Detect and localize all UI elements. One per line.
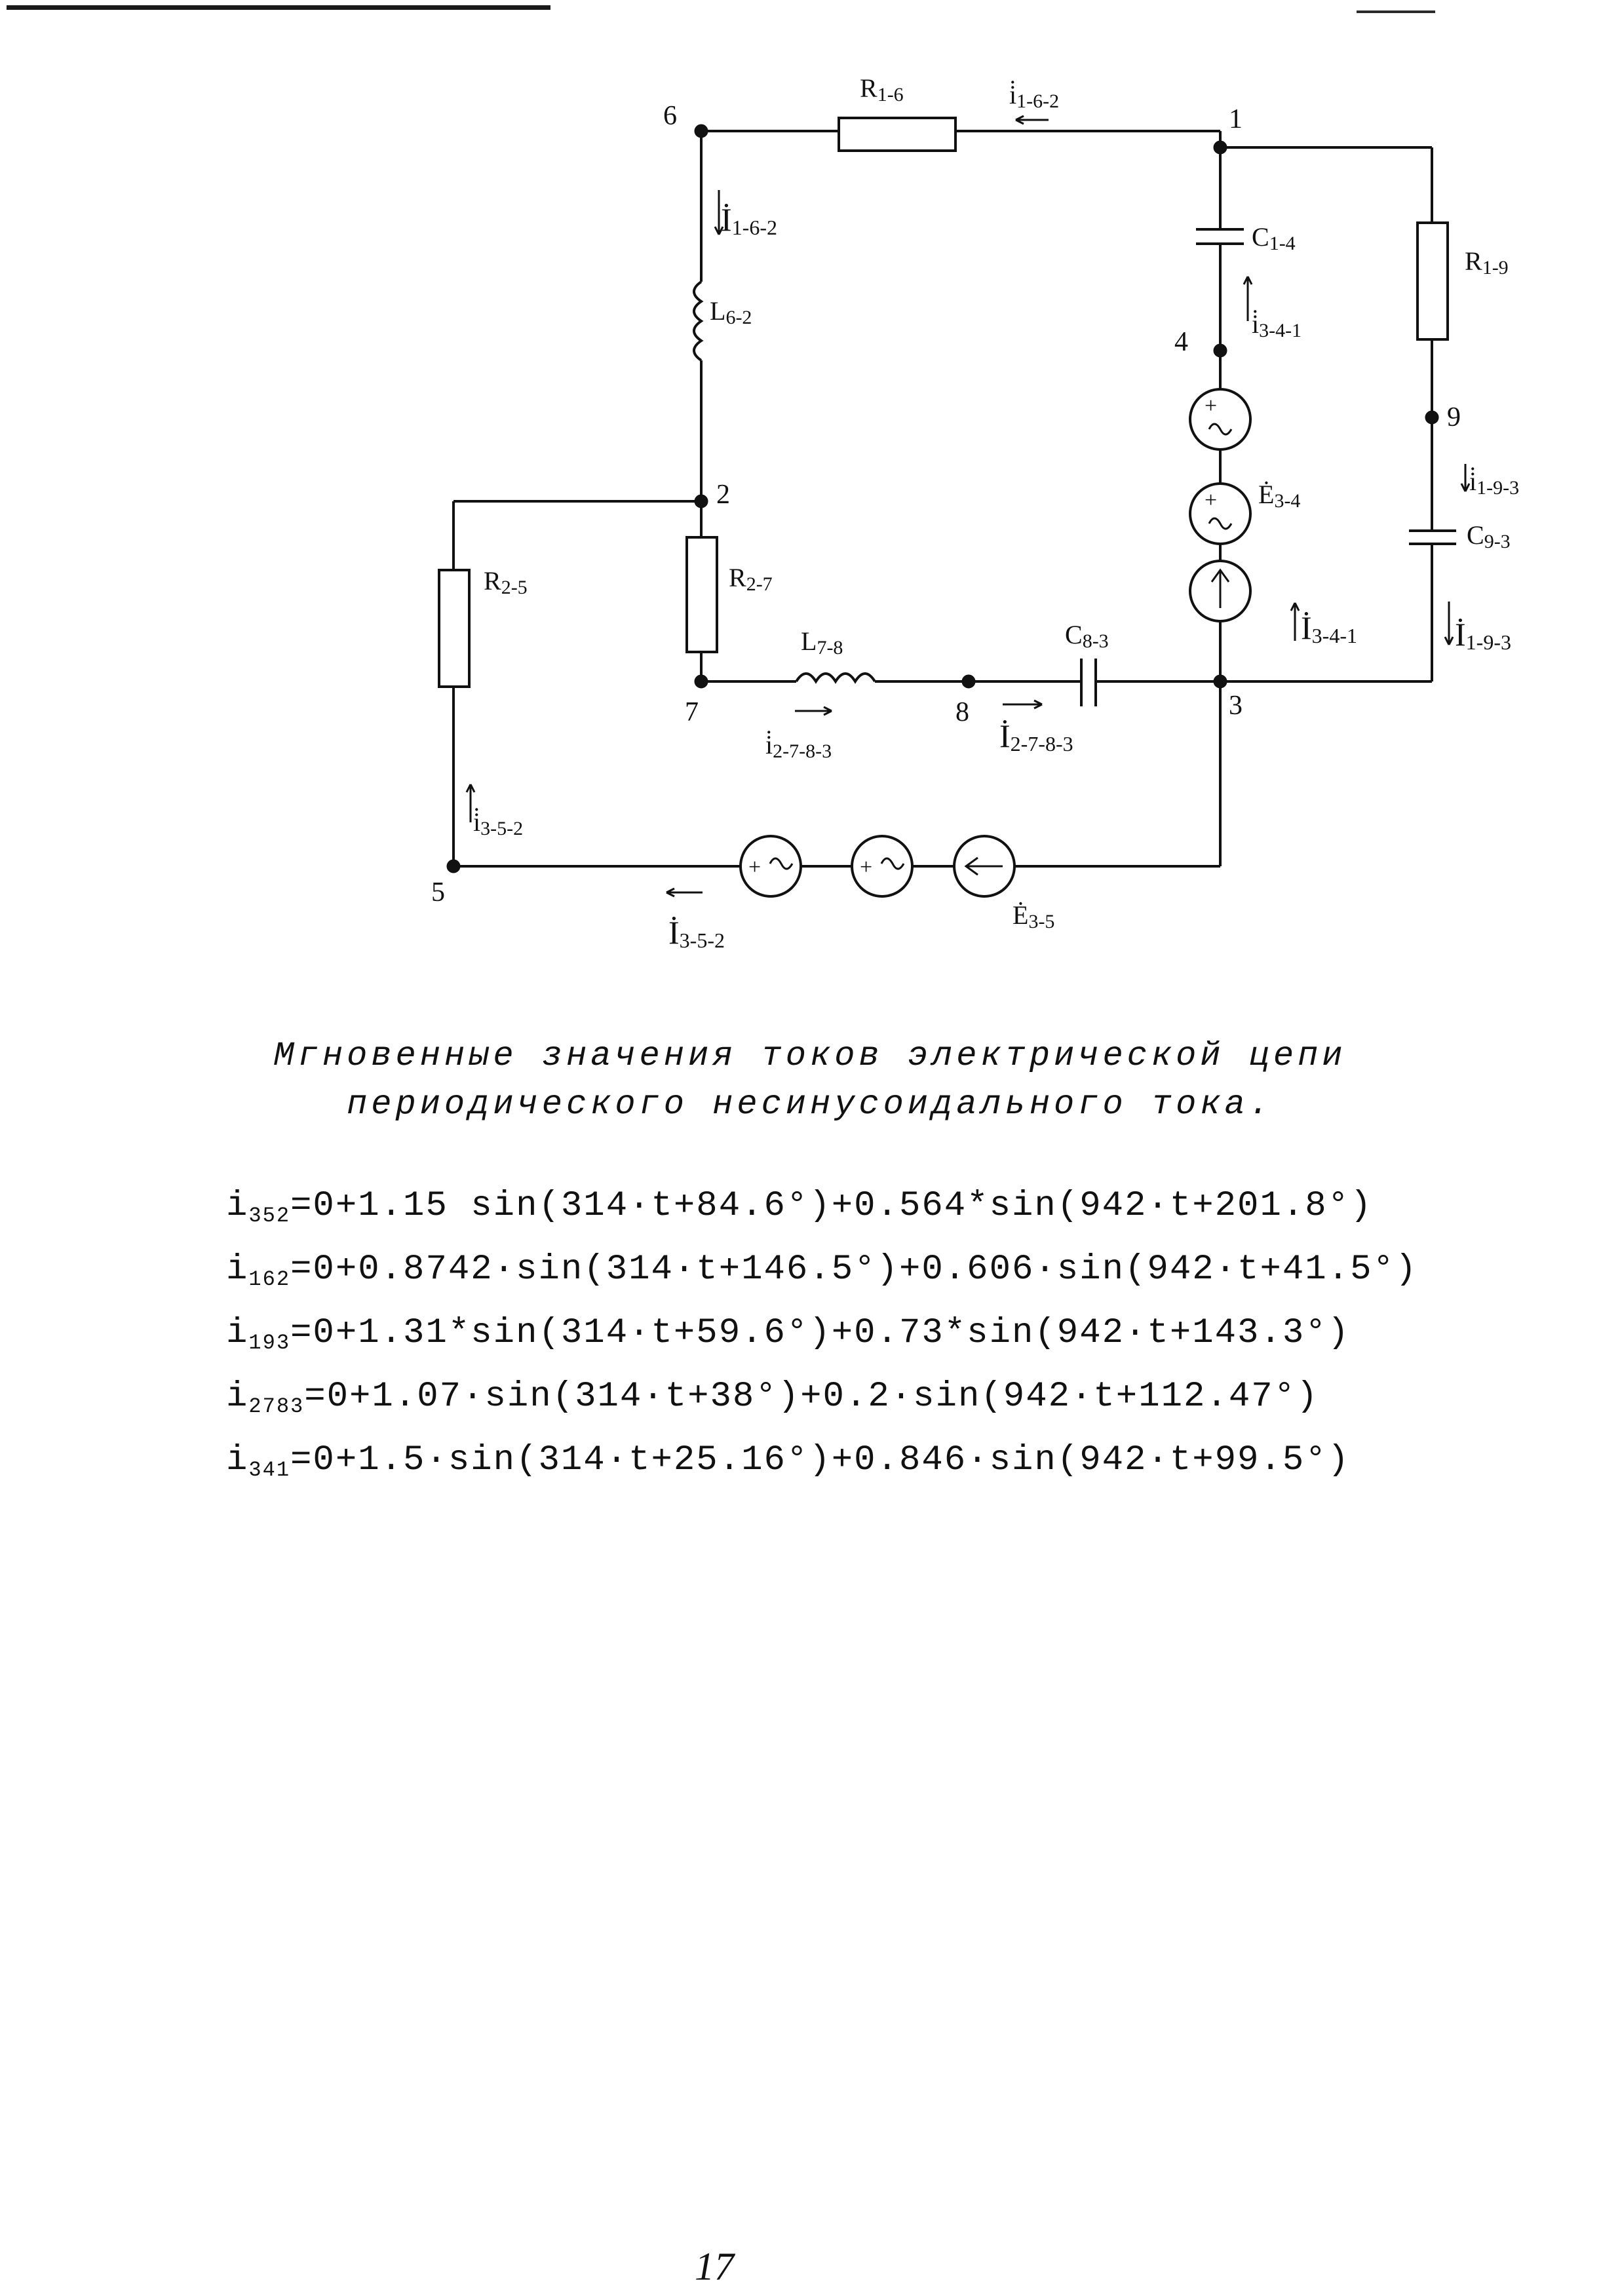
label-I162: İ1-6-2	[721, 201, 777, 239]
node-label-4: 4	[1174, 327, 1188, 357]
formula-i352: i352=0+1.15 sin(314·t+84.6°)+0.564*sin(9…	[226, 1186, 1373, 1228]
arrow-i2783	[795, 706, 832, 716]
label-c83: C8-3	[1065, 620, 1109, 652]
label-I193: İ1-9-3	[1455, 616, 1511, 654]
label-i341: i̇3-4-1	[1252, 309, 1302, 341]
svg-text:+: +	[748, 855, 761, 879]
node-label-5: 5	[431, 877, 445, 908]
label-I2783: İ2-7-8-3	[999, 718, 1073, 756]
node-label-9: 9	[1447, 402, 1461, 432]
resistor-r25	[438, 569, 471, 688]
label-e35: Ė3-5	[1013, 900, 1054, 932]
node-dot-2	[694, 494, 708, 508]
formula-i162: i162=0+0.8742·sin(314·t+146.5°)+0.606·si…	[226, 1250, 1418, 1292]
svg-text:+: +	[860, 855, 872, 879]
page-number: 17	[695, 2245, 734, 2288]
arrow-I162	[714, 190, 724, 235]
node-dot-6	[694, 124, 708, 138]
resistor-r16	[838, 117, 957, 152]
node-dot-9	[1425, 410, 1439, 425]
node-dot-3	[1213, 674, 1227, 689]
label-i193: i̇1-9-3	[1469, 467, 1519, 499]
arrow-i162	[1015, 115, 1049, 125]
resistor-r27	[685, 536, 718, 653]
arrow-i352	[465, 784, 476, 822]
label-c93: C9-3	[1467, 520, 1511, 552]
label-r19: R1-9	[1465, 246, 1509, 278]
arrow-I341	[1290, 602, 1300, 641]
arrow-i193	[1460, 464, 1471, 492]
node-label-7: 7	[685, 697, 699, 727]
arrow-I352	[666, 887, 703, 898]
caption-line-1: Мгновенные значения токов электрической …	[273, 1037, 1347, 1075]
circuit-diagram: + + + + 6 1	[431, 73, 1519, 952]
label-i352: i̇3-5-2	[473, 807, 523, 839]
node-label-2: 2	[716, 480, 730, 510]
label-l62: L6-2	[710, 296, 752, 328]
arrow-I2783	[1003, 699, 1043, 710]
node-label-1: 1	[1229, 104, 1243, 134]
formula-i193: i193=0+1.31*sin(314·t+59.6°)+0.73*sin(94…	[226, 1313, 1351, 1355]
node-label-6: 6	[663, 101, 677, 131]
formula-i2783: i2783=0+1.07·sin(314·t+38°)+0.2·sin(942·…	[226, 1377, 1319, 1419]
node-label-8: 8	[955, 697, 969, 727]
inductor-l62	[693, 280, 704, 362]
node-dot-5	[446, 859, 461, 873]
resistor-r19	[1416, 221, 1449, 341]
label-e34: Ė3-4	[1258, 480, 1300, 512]
svg-text:+: +	[1205, 488, 1217, 512]
svg-text:+: +	[1205, 394, 1217, 418]
label-r16: R1-6	[860, 73, 904, 105]
node-dot-8	[961, 674, 976, 689]
label-l78: L7-8	[801, 626, 843, 659]
caption-line-2: периодического несинусоидального тока.	[347, 1085, 1273, 1124]
formula-list: i352=0+1.15 sin(314·t+84.6°)+0.564*sin(9…	[226, 1179, 1418, 1497]
node-label-3: 3	[1229, 691, 1243, 721]
label-r25: R2-5	[484, 566, 528, 598]
inductor-l78	[795, 672, 876, 684]
label-r27: R2-7	[729, 563, 773, 595]
node-dot-1	[1213, 140, 1227, 155]
label-I352: İ3-5-2	[668, 914, 725, 952]
scan-edge-line	[7, 5, 550, 10]
source-e34-a	[1189, 388, 1252, 451]
node-dot-4	[1213, 343, 1227, 358]
scan-edge-line-right	[1357, 10, 1435, 13]
label-c14: C1-4	[1252, 222, 1296, 254]
node-dot-7	[694, 674, 708, 689]
label-I341: İ3-4-1	[1301, 609, 1357, 647]
label-i162: i̇1-6-2	[1009, 80, 1059, 112]
arrow-i341	[1243, 276, 1253, 321]
source-e34-b	[1189, 482, 1252, 545]
formula-i341: i341=0+1.5·sin(314·t+25.16°)+0.846·sin(9…	[226, 1440, 1351, 1482]
label-i2783: i̇2-7-8-3	[765, 730, 832, 762]
arrow-I193	[1444, 602, 1454, 645]
